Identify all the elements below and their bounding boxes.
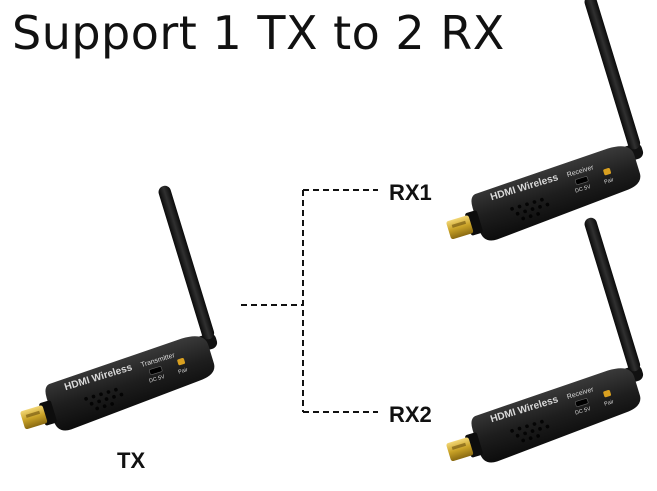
page-title: Support 1 TX to 2 RX <box>12 6 505 60</box>
receiver-2-port-text: DC 5V <box>574 406 591 417</box>
transmitter-pair-text: Pair <box>178 367 189 376</box>
receiver-1-port-text: DC 5V <box>574 184 591 195</box>
transmitter-port-text: DC 5V <box>148 374 165 385</box>
rx1-label: RX1 <box>389 180 432 205</box>
transmitter-device: HDMI Wireless Transmitter DC 5V Pair <box>0 183 230 443</box>
tx-label: TX <box>117 448 146 473</box>
dashed-link-lines <box>241 189 378 413</box>
receiver-1-device: HDMI Wireless Receiver DC 5V Pair <box>394 0 656 253</box>
rx2-label: RX2 <box>389 402 432 427</box>
receiver-2-device: HDMI Wireless Receiver DC 5V Pair <box>394 215 656 475</box>
receiver-2-pair-text: Pair <box>604 399 615 408</box>
receiver-1-pair-text: Pair <box>604 177 615 186</box>
